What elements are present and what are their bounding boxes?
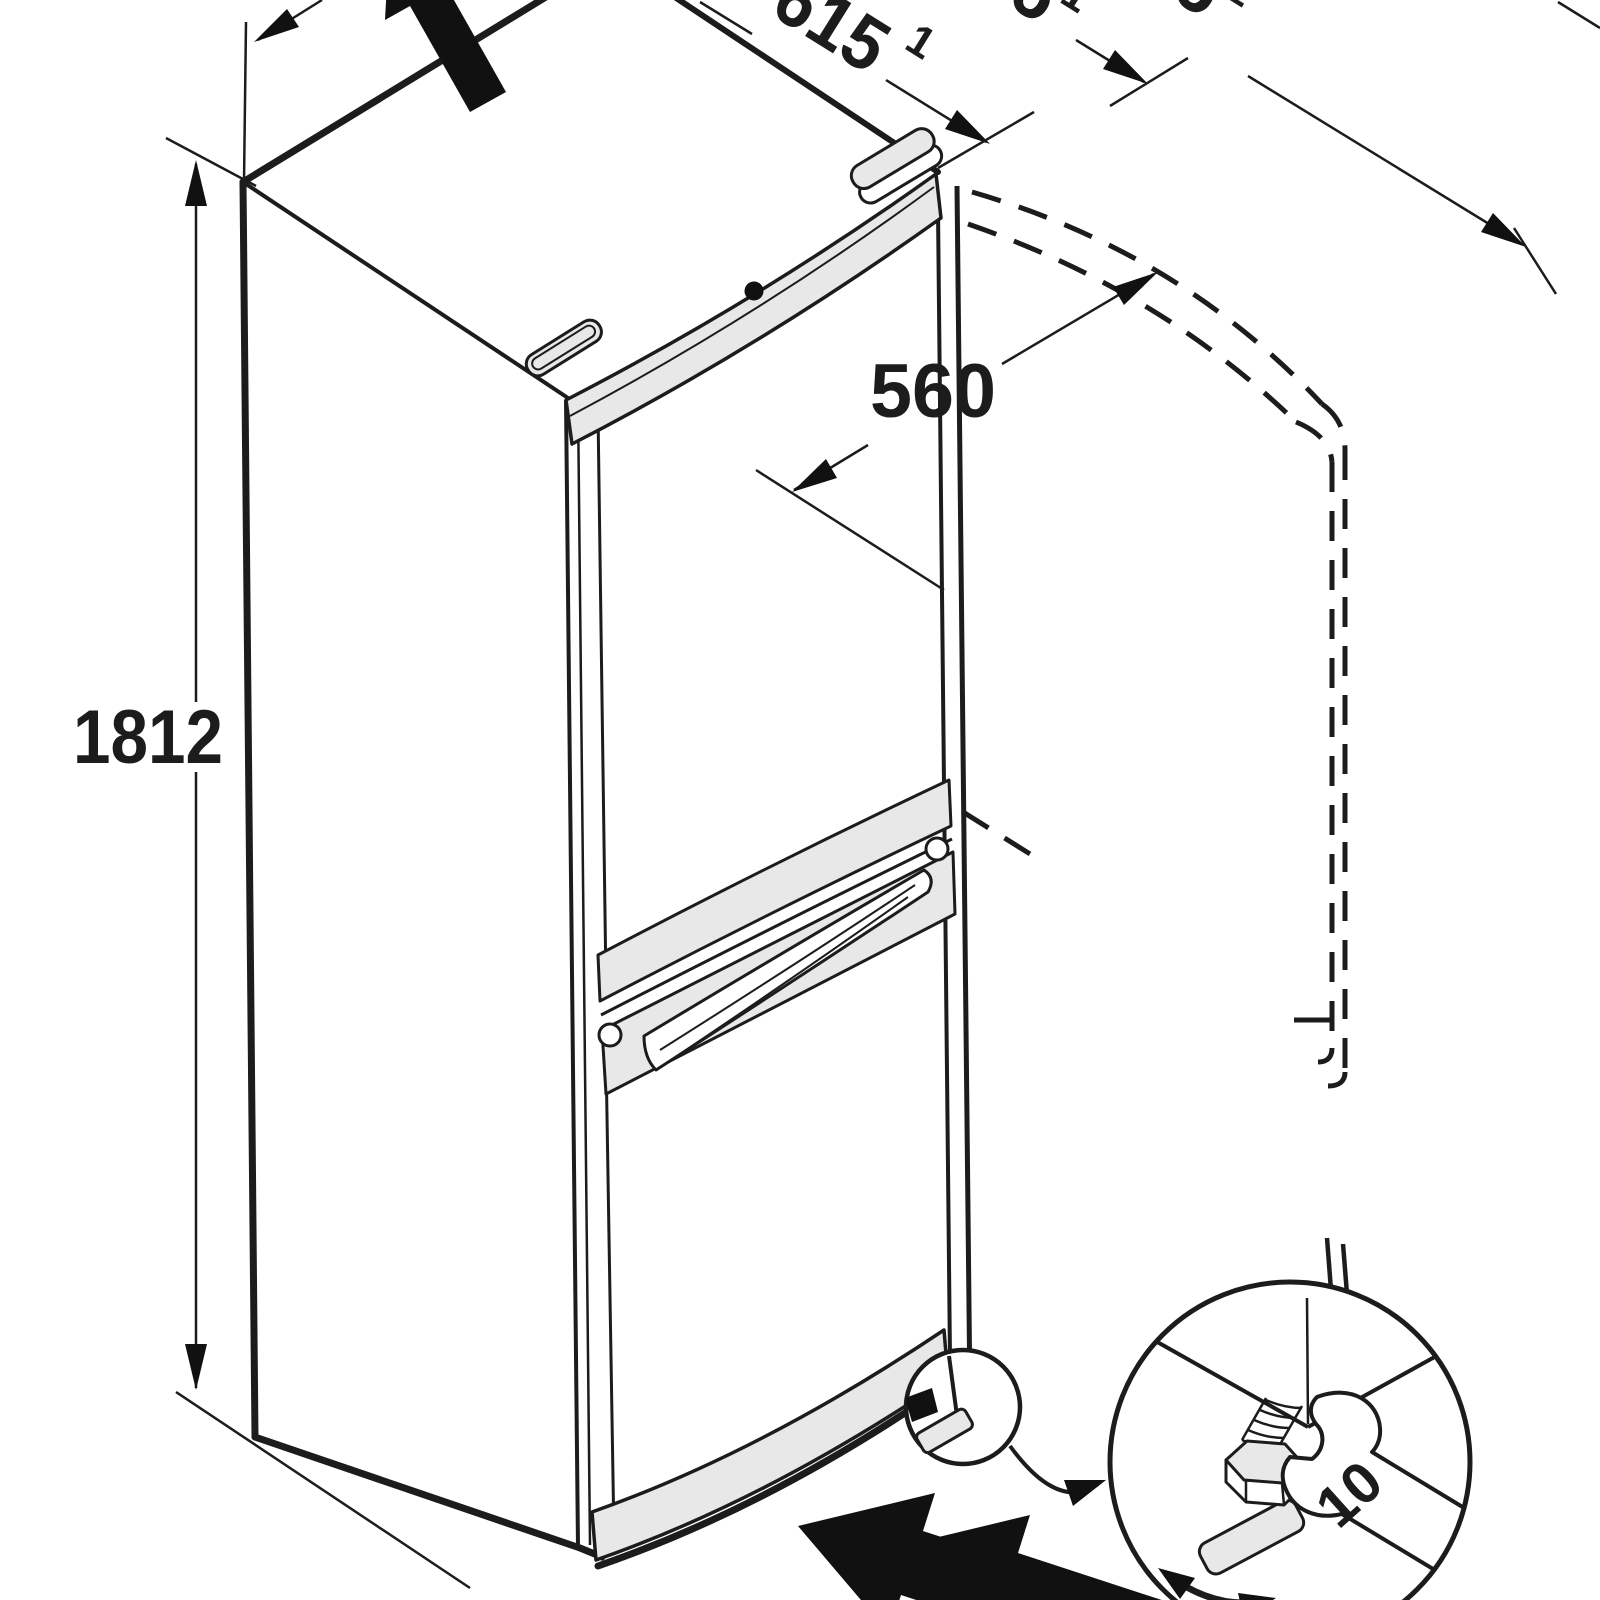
corner-dim-segment: [1557, 0, 1600, 30]
door-top-hole: [744, 281, 764, 301]
detail-cabinet-front-edge: [1305, 1297, 1310, 1425]
fragment3-line: [1247, 74, 1521, 245]
detail-circle-outline: [1107, 1279, 1473, 1600]
lower-door-left-edge: [604, 1055, 616, 1539]
top-dimension-fragment-2: 6 1: [995, 0, 1189, 108]
detail-cabinet-edge-left: [1135, 1328, 1309, 1429]
bottom-push-arrow-front: [798, 1493, 1134, 1600]
dimA-arrow: [254, 9, 299, 42]
door-gap-line: [600, 837, 953, 1017]
open-door-top-outer: [971, 189, 1324, 406]
door-trims: [524, 127, 957, 1570]
upper-door-top-strip-highlight: [569, 186, 935, 417]
fragment3-arrow: [1481, 213, 1526, 247]
fragment2-extension: [1109, 56, 1189, 108]
open-door-corner-outer: [1320, 401, 1348, 451]
door-handle-groove: [642, 868, 933, 1072]
adjustable-foot-base: [1197, 1498, 1306, 1576]
open-door-foot-hook-inner: [1317, 1047, 1335, 1065]
open-door-dashed-outline: [961, 189, 1348, 1089]
width560-arrow-right: [1113, 272, 1158, 305]
callout-leader-arrow: [1064, 1480, 1106, 1506]
cabinet-side-bottom-edge: [251, 1433, 584, 1552]
open-door-mid-seam: [961, 809, 1048, 867]
hinge-screw-left: [597, 1022, 623, 1048]
handle-groove-line-1: [659, 884, 916, 1051]
height-ext-bottom: [175, 1390, 471, 1590]
dimA-extension: [242, 21, 248, 183]
top-dimension-fragment-3: 6 1: [1159, 0, 1600, 295]
wrench-handle-line: [1377, 1454, 1470, 1515]
upper-door-left-edge: [596, 411, 608, 986]
height-arrow-up: [185, 160, 207, 206]
break-mark-1: [1324, 1237, 1334, 1291]
hinge-screw-right: [924, 836, 950, 862]
cabinet-top-face: [243, 0, 938, 398]
cabinet-side-top-edge: [241, 180, 570, 400]
handle-groove-line-2: [667, 896, 909, 1063]
open-door-corner-inner: [1295, 419, 1335, 463]
cabinet-front-face: [566, 172, 952, 1550]
depth-footnote-superscript: 1: [898, 14, 945, 69]
fragment3-extension: [1512, 227, 1558, 295]
push-direction-arrows: [385, 0, 1162, 1600]
door-open-width-dimension: 560: [755, 272, 1158, 592]
foot-bracket: [905, 1388, 938, 1422]
cabinet-rear-left-edge: [239, 178, 259, 1441]
leveling-foot-callout: [903, 1237, 1350, 1506]
height-ext-top: [165, 136, 257, 188]
depth-dim-line-left: [699, 0, 753, 36]
height-label: 1812: [73, 695, 223, 780]
fragment3-superscript: 1: [1217, 0, 1264, 17]
side-front-edge-inner: [576, 401, 592, 1546]
cabinet-front-right-edge: [954, 185, 973, 1401]
left-hinge-cover: [524, 318, 603, 378]
fragment2-superscript: 1: [1053, 0, 1100, 23]
depth-extension: [937, 110, 1035, 170]
cabinet-side-panel: [243, 182, 580, 1548]
callout-source-contents: [905, 1355, 974, 1455]
top-push-arrow: [385, 0, 506, 112]
open-door-foot-hook-outer: [1327, 1071, 1348, 1089]
depth-arrow: [945, 110, 990, 144]
wrench-body: [1280, 1390, 1470, 1580]
width560-extension: [755, 468, 945, 592]
foot-mini: [915, 1407, 974, 1455]
cabinet-top-right-rear-edge: [673, 0, 941, 175]
cabinet-rear-top-edge: [239, 0, 548, 186]
top-hinge-cover: [849, 127, 944, 205]
break-mark-2: [1340, 1243, 1350, 1295]
foot-corner-edge-1: [947, 1355, 959, 1417]
fragment2-arrow: [1103, 50, 1148, 84]
top-dimension-left-end: [242, 0, 323, 183]
side-front-edge-outer: [564, 399, 580, 1548]
door-open-width-label: 560: [870, 349, 996, 434]
open-door-top-inner: [967, 221, 1298, 424]
height-dimension: 1812: [73, 136, 471, 1590]
fridge-cabinet: [239, 0, 973, 1561]
height-arrow-down: [185, 1344, 207, 1390]
width560-arrow-left: [792, 459, 837, 492]
upper-door-bottom-strip: [596, 778, 953, 1003]
plinth-shadow: [594, 1380, 952, 1570]
